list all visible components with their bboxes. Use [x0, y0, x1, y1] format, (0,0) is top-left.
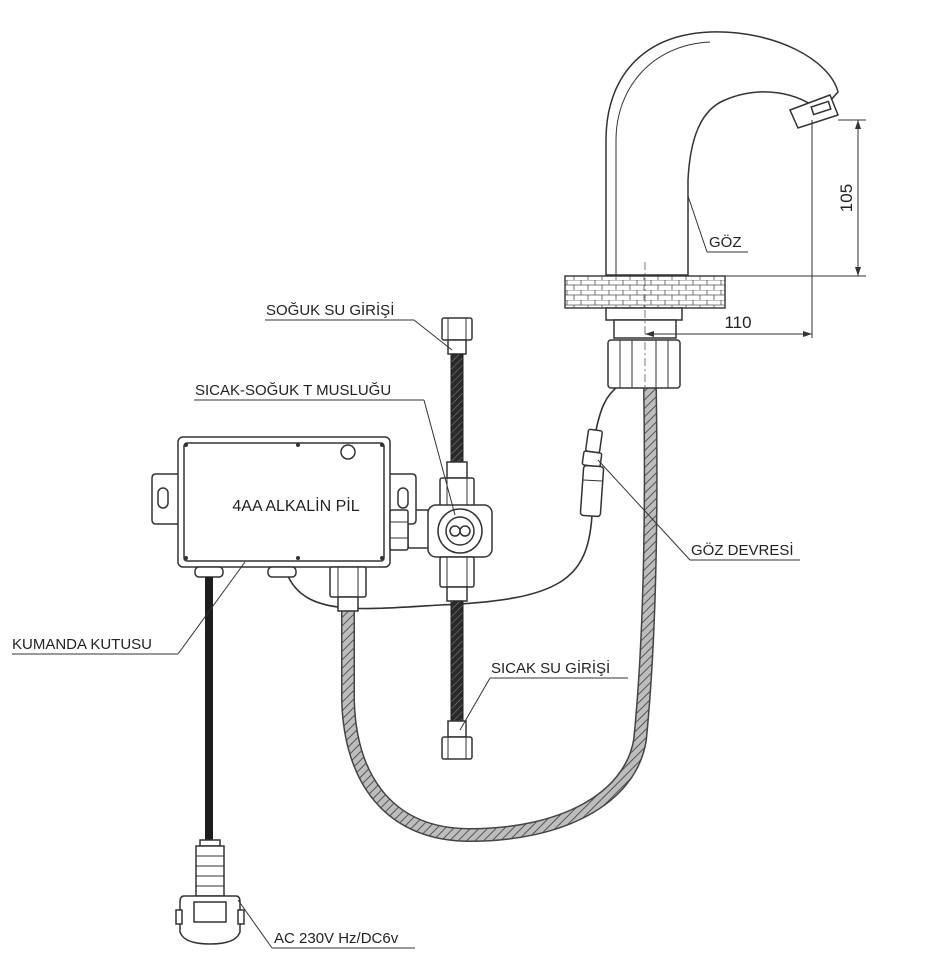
- sensor-circuit-label: GÖZ DEVRESİ: [691, 541, 794, 559]
- callout-sensor-circuit: GÖZ DEVRESİ: [597, 459, 800, 561]
- callout-sensor: GÖZ: [687, 195, 748, 253]
- callout-cold-inlet: SOĞUK SU GİRİŞİ: [265, 301, 453, 351]
- control-box: 4AA ALKALİN PİL: [151, 436, 417, 612]
- dimension-reach: 110: [645, 120, 813, 338]
- dimension-reach-value: 110: [724, 313, 751, 332]
- callout-t-valve: SICAK-SOĞUK T MUSLUĞU: [194, 382, 456, 516]
- control-box-label: KUMANDA KUTUSU: [12, 636, 152, 653]
- braided-hose: [341, 383, 658, 842]
- callout-hot-inlet: SICAK SU GİRİŞİ: [459, 659, 628, 731]
- dimension-height: 105: [720, 119, 866, 277]
- sensor-connector-body: [579, 464, 605, 518]
- cold-inlet-label: SOĞUK SU GİRİŞİ: [266, 301, 394, 319]
- t-valve: [407, 477, 493, 602]
- faucet-spout: [605, 31, 839, 276]
- hot-inlet-label: SICAK SU GİRİŞİ: [491, 659, 610, 677]
- sensor-cable: [285, 384, 621, 610]
- power-label: AC 230V Hz/DC6v: [274, 930, 399, 947]
- sensor-connector-top: [585, 428, 603, 454]
- t-valve-label: SICAK-SOĞUK T MUSLUĞU: [195, 382, 391, 399]
- battery-label: 4AA ALKALİN PİL: [232, 496, 359, 515]
- power-cable: [175, 577, 245, 945]
- dimension-height-value: 105: [837, 184, 856, 212]
- faucet-base: [605, 307, 683, 389]
- cold-inlet-hose: [441, 317, 473, 479]
- sensor-label: GÖZ: [709, 233, 742, 251]
- hot-inlet-hose: [441, 600, 473, 760]
- callout-control-box: KUMANDA KUTUSU: [12, 561, 246, 655]
- callout-power: AC 230V Hz/DC6v: [237, 899, 415, 949]
